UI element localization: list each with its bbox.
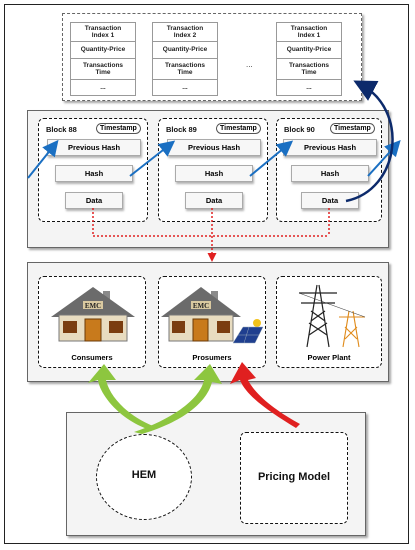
block-timestamp: Timestamp [216, 123, 261, 134]
chain-arrow-out [367, 140, 401, 177]
hem-ellipse: HEM [96, 434, 192, 520]
pricing-model-label: Pricing Model [257, 471, 331, 483]
chain-arrow-89-90 [249, 140, 294, 177]
transaction-time: Transactions Time [277, 59, 341, 80]
transaction-ellipsis: ... [246, 60, 253, 69]
data-field: Data [65, 192, 123, 209]
transaction-index: Transaction Index 1 [71, 23, 135, 42]
transaction-index: Transaction Index 1 [277, 23, 341, 42]
block-timestamp: Timestamp [330, 123, 375, 134]
power-tower-icon [298, 284, 366, 348]
consumers-label: Consumers [71, 353, 113, 362]
transaction-quantity-price: Quantity-Price [153, 42, 217, 59]
transaction-more: ... [182, 83, 188, 91]
block-88: Block 88 Timestamp Previous Hash Hash Da… [38, 118, 148, 222]
block-title: Block 90 [284, 125, 315, 134]
transaction-index: Transaction Index 2 [153, 23, 217, 42]
pricing-model-box: Pricing Model [240, 432, 348, 524]
block-title: Block 89 [166, 125, 197, 134]
house-icon: EMC [51, 287, 135, 342]
transaction-quantity-price: Quantity-Price [71, 42, 135, 59]
previous-hash-field: Previous Hash [283, 139, 377, 156]
prosumers-label: Prosumers [192, 353, 232, 362]
consumers-box: EMC Consumers [38, 276, 146, 368]
hem-to-prosumers-arrow [134, 364, 222, 434]
transaction-column-1: Transaction Index 1 Quantity-Price Trans… [70, 22, 136, 96]
block-timestamp: Timestamp [96, 123, 141, 134]
transaction-column-2: Transaction Index 2 Quantity-Price Trans… [152, 22, 218, 96]
transaction-time: Transactions Time [153, 59, 217, 80]
data-field: Data [301, 192, 359, 209]
data-to-actors-connector [92, 208, 330, 262]
house-sign: EMC [85, 302, 101, 310]
house-solar-icon: EMC [161, 287, 264, 344]
block-90: Block 90 Timestamp Previous Hash Hash Da… [276, 118, 382, 222]
prosumers-box: EMC Prosumers [158, 276, 266, 368]
hem-to-consumers-arrow [88, 364, 158, 430]
transaction-quantity-price: Quantity-Price [277, 42, 341, 59]
transaction-more: ... [306, 83, 312, 91]
data-to-transactions-arrow [345, 80, 394, 203]
transaction-more: ... [100, 83, 106, 91]
hash-field: Hash [175, 165, 253, 182]
hem-label: HEM [131, 469, 157, 481]
chain-arrow-in [27, 139, 59, 179]
transaction-time: Transactions Time [71, 59, 135, 80]
block-89: Block 89 Timestamp Previous Hash Hash Da… [158, 118, 268, 222]
transaction-column-3: Transaction Index 1 Quantity-Price Trans… [276, 22, 342, 96]
power-plant-label: Power Plant [307, 353, 351, 362]
chain-arrow-88-89 [129, 140, 176, 177]
data-field: Data [185, 192, 243, 209]
block-title: Block 88 [46, 125, 77, 134]
pricing-to-prosumers-arrow [230, 362, 300, 428]
house-sign: EMC [193, 302, 209, 310]
figure-frame [4, 4, 409, 544]
power-plant-box: Power Plant [276, 276, 382, 368]
hash-field: Hash [291, 165, 369, 182]
